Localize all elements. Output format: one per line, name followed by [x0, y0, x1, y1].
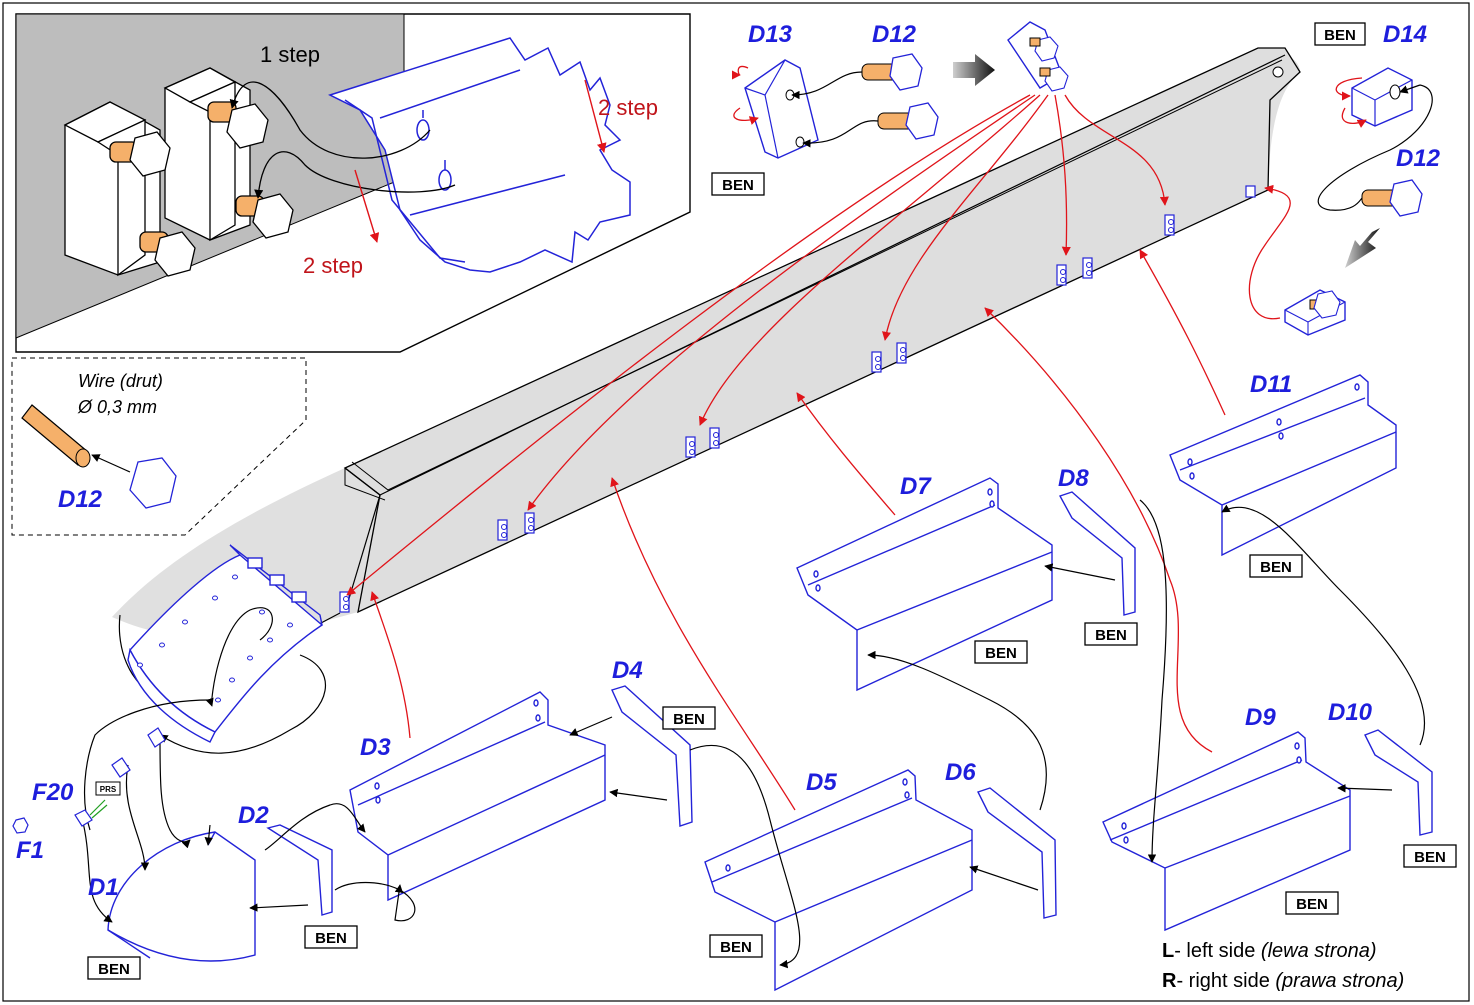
- ben-box-d4: BEN: [662, 706, 716, 730]
- part-labels: D13 D12 D14 D12 D11 D7 D8 D4 D9 D10 D3 D…: [16, 21, 1441, 901]
- part-d9: [1102, 731, 1351, 932]
- part-d5: [704, 769, 973, 992]
- svg-text:BEN: BEN: [1260, 559, 1292, 576]
- label-d2: D2: [238, 802, 269, 829]
- label-d1: D1: [88, 874, 119, 901]
- svg-text:BEN: BEN: [720, 939, 752, 956]
- svg-text:BEN: BEN: [1414, 849, 1446, 866]
- ben-box-d1: BEN: [87, 956, 141, 980]
- svg-text:PRS: PRS: [100, 785, 117, 794]
- part-d6: [977, 787, 1057, 919]
- d14-assembly: [1248, 67, 1433, 336]
- label-d12-right: D12: [1396, 145, 1441, 172]
- label-d10: D10: [1328, 699, 1373, 726]
- label-d9: D9: [1245, 704, 1276, 731]
- ben-box-d9: BEN: [1285, 891, 1339, 915]
- label-d7: D7: [900, 473, 932, 500]
- small-fittings: [12, 727, 166, 834]
- rotor-blade: [112, 47, 1301, 701]
- part-d11: [1169, 374, 1397, 557]
- hex-bolt-head: [129, 457, 177, 509]
- svg-text:BEN: BEN: [1324, 27, 1356, 44]
- step2-left-label: 2 step: [303, 253, 363, 278]
- part-d3: [349, 691, 606, 902]
- wire-inset: Wire (drut) Ø 0,3 mm D12: [11, 357, 307, 536]
- svg-text:BEN: BEN: [722, 177, 754, 194]
- svg-text:BEN: BEN: [1296, 896, 1328, 913]
- ben-box-d10: BEN: [1403, 844, 1457, 868]
- legend-left: L- left side (lewa strona): [1162, 940, 1377, 962]
- label-d11: D11: [1250, 371, 1292, 398]
- svg-text:BEN: BEN: [315, 930, 347, 947]
- prs-tag: PRS: [95, 781, 121, 796]
- ben-labels: BEN BEN BEN BEN BEN BEN BEN BEN BEN BEN …: [87, 22, 1457, 980]
- part-d4: [611, 685, 693, 827]
- svg-text:BEN: BEN: [985, 645, 1017, 662]
- label-d13: D13: [748, 21, 793, 48]
- label-d6: D6: [945, 759, 976, 786]
- step1-label: 1 step: [260, 42, 320, 67]
- ben-box-d8: BEN: [1084, 622, 1138, 646]
- label-d14: D14: [1383, 21, 1427, 48]
- part-d2: [266, 824, 333, 916]
- label-d5: D5: [806, 769, 837, 796]
- svg-text:BEN: BEN: [673, 711, 705, 728]
- red-bracket-arrows: [346, 94, 1226, 811]
- part-d1: [107, 831, 256, 962]
- label-d12-top: D12: [872, 21, 917, 48]
- step2-right-label: 2 step: [598, 95, 658, 120]
- svg-text:BEN: BEN: [98, 961, 130, 978]
- bolt-blocks: [63, 67, 294, 277]
- ben-box-d14: BEN: [1314, 22, 1366, 46]
- ben-box-d5: BEN: [709, 934, 763, 958]
- d13-assembly: [731, 21, 1069, 159]
- svg-text:BEN: BEN: [1095, 627, 1127, 644]
- wire-piece: [21, 404, 91, 468]
- wire-size: Ø 0,3 mm: [77, 397, 157, 417]
- ben-box-d13: BEN: [711, 172, 765, 196]
- ben-box-d7: BEN: [974, 640, 1028, 664]
- plate-drawing: [328, 37, 631, 273]
- legend-right: R- right side (prawa strona): [1162, 970, 1405, 992]
- wire-part-label: D12: [58, 486, 103, 513]
- label-f1: F1: [16, 837, 44, 864]
- ben-box-d11: BEN: [1249, 554, 1303, 578]
- label-d4: D4: [612, 657, 643, 684]
- black-assembly-arrows: [81, 499, 1426, 969]
- step-inset: 1 step 2 step 2 step: [15, 13, 691, 353]
- part-d8: [1058, 491, 1136, 616]
- blade-brackets: [339, 185, 1256, 613]
- wire-title: Wire (drut): [78, 371, 163, 391]
- side-legend: L- left side (lewa strona) R- right side…: [1162, 936, 1404, 996]
- ben-box-d2: BEN: [304, 925, 358, 949]
- label-f20: F20: [32, 779, 74, 806]
- hinge-fitting: [127, 544, 324, 743]
- part-d10: [1364, 729, 1433, 836]
- label-d3: D3: [360, 734, 391, 761]
- label-d8: D8: [1058, 465, 1089, 492]
- part-d7: [796, 477, 1053, 692]
